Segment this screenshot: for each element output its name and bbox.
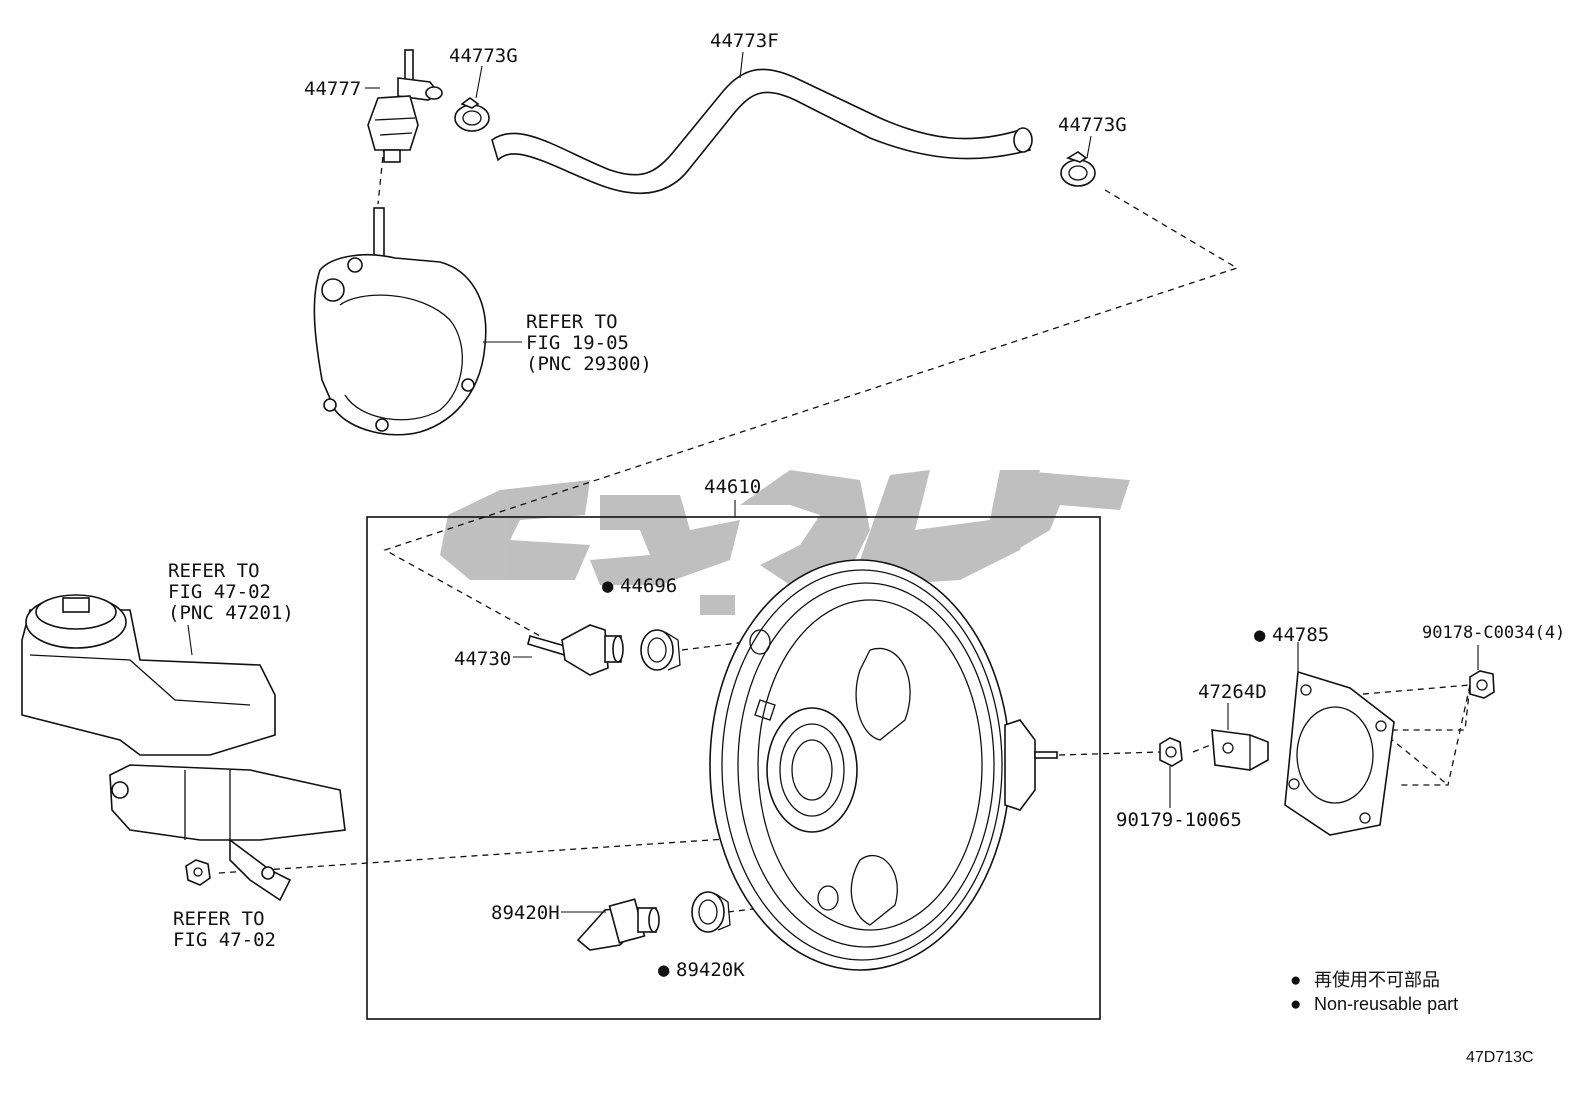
check-valve xyxy=(367,49,443,163)
figure-code: 47D713C xyxy=(1466,1049,1534,1066)
callout-44730: 44730 xyxy=(454,648,511,670)
refer-note-line: (PNC 47201) xyxy=(168,602,294,624)
hose-clamp-right xyxy=(1060,151,1096,187)
non-reusable-marker-44785: ● xyxy=(1254,624,1266,646)
callout-90178: 90178-C0034(4) xyxy=(1422,623,1565,643)
refer-note-master-cyl-tank: REFER TO FIG 47-02 (PNC 47201) xyxy=(168,560,294,624)
callout-44773g-right: 44773G xyxy=(1058,114,1127,136)
vacuum-sensor-89420h xyxy=(576,898,660,951)
brake-booster xyxy=(709,559,1058,971)
legend: ● 再使用不可部品 ● Non-reusable part xyxy=(1290,970,1458,1015)
legend-en-text: Non-reusable part xyxy=(1314,994,1458,1014)
legend-bullet-en: ● xyxy=(1290,994,1301,1015)
refer-note-line: REFER TO xyxy=(168,560,260,582)
grommet-44696 xyxy=(640,629,681,671)
non-reusable-marker-44696: ● xyxy=(602,575,614,597)
nut-90179 xyxy=(1159,737,1183,767)
hose-clamp-left xyxy=(454,97,490,132)
legend-bullet-jp: ● xyxy=(1290,970,1301,991)
callout-89420k: 89420K xyxy=(676,959,745,981)
callout-89420h: 89420H xyxy=(491,902,560,924)
clevis-47264d xyxy=(1211,729,1269,771)
booster-check-valve xyxy=(527,624,624,676)
callout-44777: 44777 xyxy=(304,78,361,100)
refer-note-line: FIG 47-02 xyxy=(173,929,276,951)
callout-44785: 44785 xyxy=(1272,624,1329,646)
callout-44696: 44696 xyxy=(620,575,677,597)
callout-90179: 90179-10065 xyxy=(1116,809,1242,831)
refer-note-line: FIG 47-02 xyxy=(168,581,271,603)
refer-note-vacuum-pump: REFER TO FIG 19-05 (PNC 29300) xyxy=(526,311,652,375)
master-cylinder xyxy=(21,594,346,902)
refer-note-line: REFER TO xyxy=(173,908,265,930)
leader-lines xyxy=(187,51,1479,913)
refer-note-line: (PNC 29300) xyxy=(526,353,652,375)
refer-note-line: FIG 19-05 xyxy=(526,332,629,354)
gasket-44785 xyxy=(1284,670,1395,836)
refer-note-line: REFER TO xyxy=(526,311,618,333)
callout-44610: 44610 xyxy=(704,476,761,498)
nut-90178 xyxy=(1469,670,1495,699)
refer-note-master-cyl-nut: REFER TO FIG 47-02 xyxy=(173,908,276,951)
callout-44773g-left: 44773G xyxy=(449,45,518,67)
non-reusable-marker-89420k: ● xyxy=(658,959,670,981)
callout-44773f: 44773F xyxy=(710,30,779,52)
grommet-89420k xyxy=(691,891,731,933)
vacuum-pump xyxy=(313,207,522,436)
master-cyl-nut xyxy=(185,859,211,886)
legend-jp-text: 再使用不可部品 xyxy=(1314,970,1440,990)
booster-assembly-frame xyxy=(366,516,1101,1020)
callout-47264d: 47264D xyxy=(1198,681,1267,703)
vacuum-hose xyxy=(491,68,1033,195)
